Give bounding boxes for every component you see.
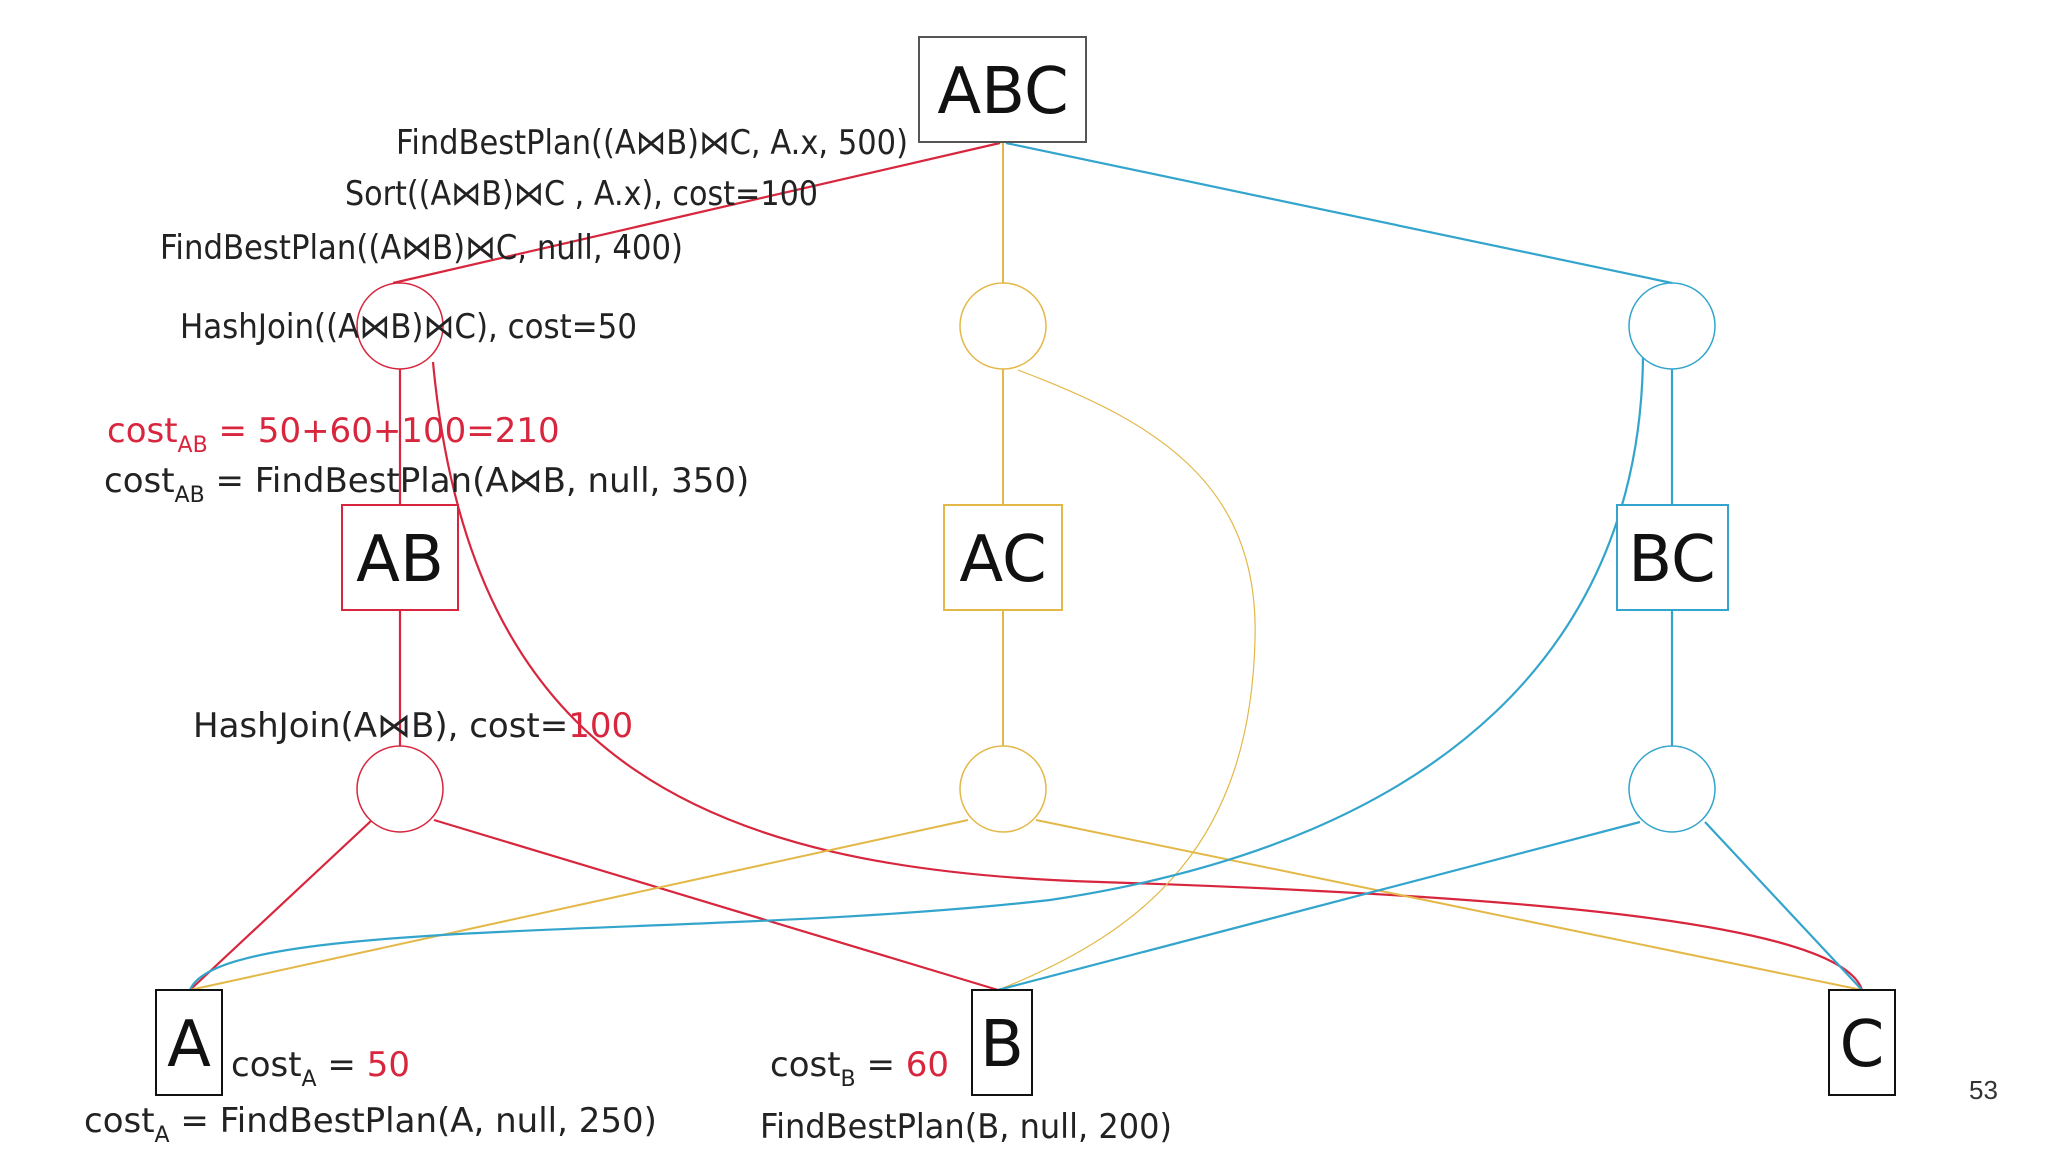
annotations: FindBestPlan((A⋈B)⋈C, A.x, 500) Sort((A⋈…	[84, 123, 1172, 1148]
join-node-abc-blue	[1628, 282, 1716, 370]
join-nodes	[356, 282, 1716, 833]
cost-a-find-prefix: cost	[84, 1101, 155, 1141]
cost-ab-find-value: = FindBestPlan(A⋈B, null, 350)	[205, 461, 750, 501]
edge-red-join-to-c	[431, 361, 1864, 991]
edge-ab-join-to-b	[433, 818, 999, 992]
edge-bc-join-to-c	[1704, 821, 1863, 991]
cost-b-prefix: cost	[770, 1045, 841, 1085]
cost-b-subscript: B	[841, 1067, 856, 1092]
cost-a-value: 50	[367, 1045, 410, 1085]
edge-bc-join-to-b	[997, 820, 1641, 992]
label-hashjoin-ab: HashJoin(A⋈B), cost=100	[193, 706, 633, 746]
node-abc-label: ABC	[937, 55, 1068, 129]
node-bc: BC	[1616, 504, 1729, 611]
join-node-ac	[959, 745, 1047, 833]
yellow-edges	[189, 143, 1863, 991]
label-find-b: FindBestPlan(B, null, 200)	[760, 1107, 1172, 1147]
label-cost-ab-find: costAB = FindBestPlan(A⋈B, null, 350)	[104, 461, 749, 508]
join-node-bc	[1628, 745, 1716, 833]
node-c: C	[1828, 989, 1896, 1096]
cost-ab-find-prefix: cost	[104, 461, 175, 501]
edge-yellow-join-to-b	[997, 369, 1256, 991]
blue-edges	[188, 141, 1863, 992]
join-node-abc-yellow	[959, 282, 1047, 370]
cost-b-eq: =	[856, 1045, 906, 1085]
cost-a-prefix: cost	[231, 1045, 302, 1085]
node-bc-label: BC	[1628, 523, 1715, 597]
cost-a-find-subscript: A	[155, 1123, 170, 1148]
join-node-ab	[356, 745, 444, 833]
edge-ac-join-to-c	[1035, 819, 1863, 991]
cost-ab-find-subscript: AB	[175, 483, 205, 508]
edge-abc-to-blue-join	[1005, 141, 1673, 285]
edge-ab-join-to-a	[189, 819, 373, 991]
node-b-label: B	[980, 1008, 1024, 1082]
node-a-label: A	[167, 1008, 211, 1082]
edges	[188, 141, 1864, 992]
node-abc: ABC	[918, 36, 1087, 143]
cost-ab-sum-prefix: cost	[107, 411, 178, 451]
label-cost-ab-sum: costAB = 50+60+100=210	[107, 411, 560, 458]
cost-ab-sum-subscript: AB	[178, 433, 208, 458]
cost-a-eq: =	[317, 1045, 367, 1085]
edge-abc-to-red-join	[392, 141, 1001, 285]
hashjoin-ab-text: HashJoin(A⋈B), cost=	[193, 706, 568, 746]
hashjoin-ab-cost: 100	[568, 706, 633, 746]
edge-ac-join-to-a	[189, 819, 969, 991]
node-a: A	[155, 989, 223, 1096]
node-ac: AC	[943, 504, 1063, 611]
node-b: B	[971, 989, 1033, 1096]
relation-nodes: ABC AB AC BC A B C	[155, 36, 1896, 1096]
edge-blue-join-to-a	[188, 356, 1645, 991]
node-ac-label: AC	[959, 523, 1046, 597]
label-hashjoin-abc: HashJoin((A⋈B)⋈C), cost=50	[180, 307, 637, 347]
cost-a-subscript: A	[302, 1067, 317, 1092]
join-node-abc-red	[356, 282, 444, 370]
label-sort-cost: Sort((A⋈B)⋈C , A.x), cost=100	[345, 174, 818, 214]
label-cost-a-find: costA = FindBestPlan(A, null, 250)	[84, 1101, 657, 1148]
cost-a-find-value: = FindBestPlan(A, null, 250)	[170, 1101, 657, 1141]
label-cost-b: costB = 60	[770, 1045, 949, 1092]
cost-b-value: 60	[906, 1045, 949, 1085]
node-c-label: C	[1840, 1008, 1885, 1082]
label-find-abc-500: FindBestPlan((A⋈B)⋈C, A.x, 500)	[396, 123, 908, 163]
node-ab: AB	[341, 504, 459, 611]
red-edges	[189, 141, 1864, 992]
label-cost-a: costA = 50	[231, 1045, 410, 1092]
page-number: 53	[1969, 1075, 1998, 1105]
node-ab-label: AB	[356, 523, 444, 597]
cost-ab-sum-value: = 50+60+100=210	[208, 411, 560, 451]
label-find-abc-400: FindBestPlan((A⋈B)⋈C, null, 400)	[160, 228, 683, 268]
